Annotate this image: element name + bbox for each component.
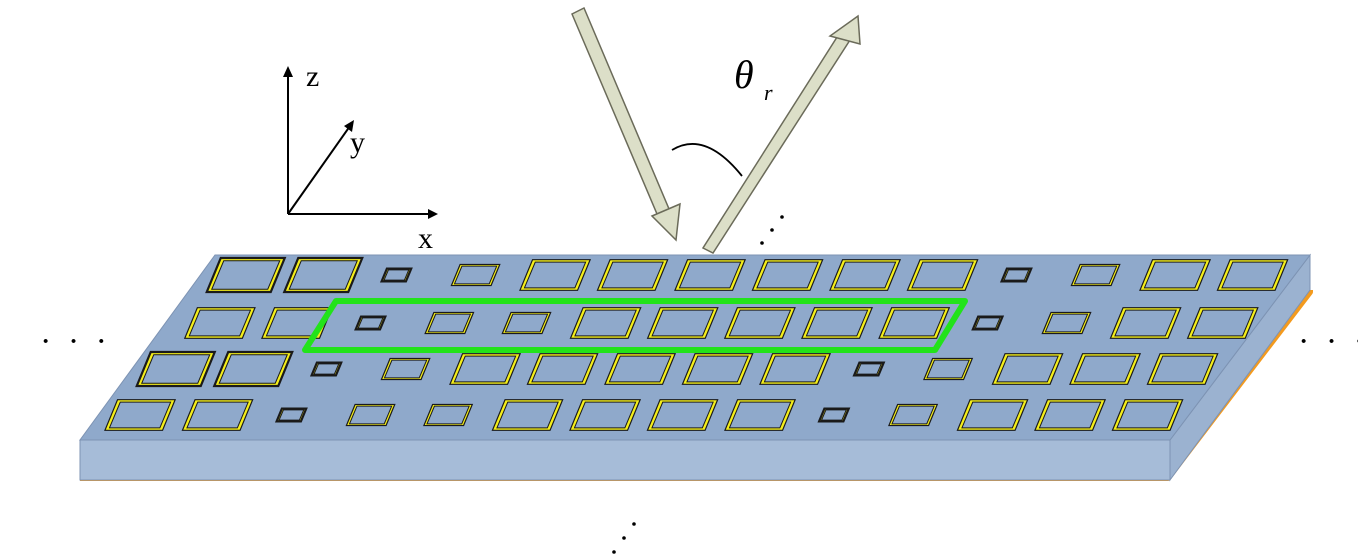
- diagonal-ellipsis-bottom: [612, 522, 636, 554]
- unit-cell-inner: [1073, 355, 1137, 383]
- unit-cell-inner: [531, 355, 594, 383]
- unit-cell-inner: [763, 355, 827, 383]
- reflection-angle-label: θ: [734, 52, 754, 97]
- unit-cell-inner: [186, 401, 249, 429]
- x-axis-label: x: [418, 222, 433, 255]
- unit-cell-inner: [1116, 401, 1179, 429]
- unit-cell-inner: [601, 261, 664, 289]
- unit-cell-inner: [453, 265, 498, 285]
- unit-cell-inner: [1221, 261, 1284, 289]
- unit-cell-inner: [686, 355, 749, 383]
- unit-cell-inner: [426, 405, 470, 425]
- z-axis-arrowhead: [283, 66, 293, 77]
- right-ellipsis: · · ·: [1298, 323, 1358, 360]
- unit-cell-inner: [357, 317, 384, 329]
- unit-cell-inner: [926, 359, 970, 379]
- left-ellipsis: · · ·: [40, 323, 111, 360]
- unit-cell-inner: [348, 405, 393, 425]
- unit-cell-inner: [1151, 355, 1214, 383]
- unit-cell-inner: [218, 354, 289, 384]
- unit-cell-inner: [882, 309, 946, 337]
- unit-cell-inner: [911, 261, 974, 289]
- supercell-highlight: [302, 298, 968, 353]
- unit-cell-inner: [1114, 309, 1177, 337]
- unit-cell-inner: [210, 260, 281, 290]
- unit-cell-inner: [974, 317, 1001, 329]
- unit-cell-inner: [756, 261, 819, 289]
- substrate-front-face: [79, 439, 1171, 481]
- reflection-angle-arc: [671, 143, 743, 177]
- unit-cell-inner: [288, 260, 359, 290]
- diagonal-ellipsis-top: [760, 215, 784, 245]
- unit-cell-inner: [1191, 309, 1255, 337]
- unit-cell-inner: [728, 309, 792, 337]
- unit-cell-inner: [496, 401, 559, 429]
- unit-cell-inner: [891, 405, 935, 425]
- unit-cell-inner: [140, 354, 211, 384]
- unit-cell-inner: [1143, 261, 1207, 289]
- unit-cell-inner: [453, 355, 517, 383]
- unit-cell-inner: [188, 309, 252, 337]
- unit-cell-inner: [573, 401, 637, 429]
- coordinate-axes: x y z: [283, 60, 438, 255]
- unit-cell-inner: [805, 309, 869, 337]
- unit-cell-inner: [574, 309, 637, 337]
- unit-cell-inner: [651, 309, 715, 337]
- unit-cell-inner: [523, 261, 587, 289]
- unit-cell-inner: [383, 269, 410, 281]
- z-axis-label: z: [306, 60, 319, 93]
- y-axis-label: y: [350, 126, 365, 159]
- unit-cell-inner: [504, 313, 549, 333]
- unit-cell-inner: [1038, 401, 1102, 429]
- unit-cell-inner: [608, 355, 672, 383]
- y-axis: [287, 125, 351, 215]
- unit-cell-inner: [278, 409, 305, 421]
- reflected-wave-arrow: [701, 14, 861, 254]
- unit-cell-inner: [961, 401, 1024, 429]
- unit-cell-inner: [1003, 269, 1030, 281]
- unit-cell-inner: [728, 401, 792, 429]
- reflection-angle-subscript: r: [764, 80, 773, 105]
- y-axis-arrowhead: [344, 120, 354, 132]
- unit-cell-inner: [1073, 265, 1118, 285]
- unit-cell-inner: [313, 363, 340, 375]
- unit-cell-inner: [1044, 313, 1089, 333]
- unit-cell-inner: [108, 401, 172, 429]
- unit-cell-inner: [833, 261, 897, 289]
- unit-cell-inner: [678, 261, 742, 289]
- unit-cell-inner: [651, 401, 714, 429]
- unit-cell-inner: [996, 355, 1059, 383]
- unit-cell-inner: [855, 363, 882, 375]
- unit-cell-array: [104, 256, 1289, 431]
- incident-wave-arrow: [571, 6, 681, 242]
- x-axis-arrowhead: [428, 209, 438, 219]
- unit-cell-inner: [383, 359, 428, 379]
- unit-cell-inner: [820, 409, 847, 421]
- unit-cell-inner: [427, 313, 472, 333]
